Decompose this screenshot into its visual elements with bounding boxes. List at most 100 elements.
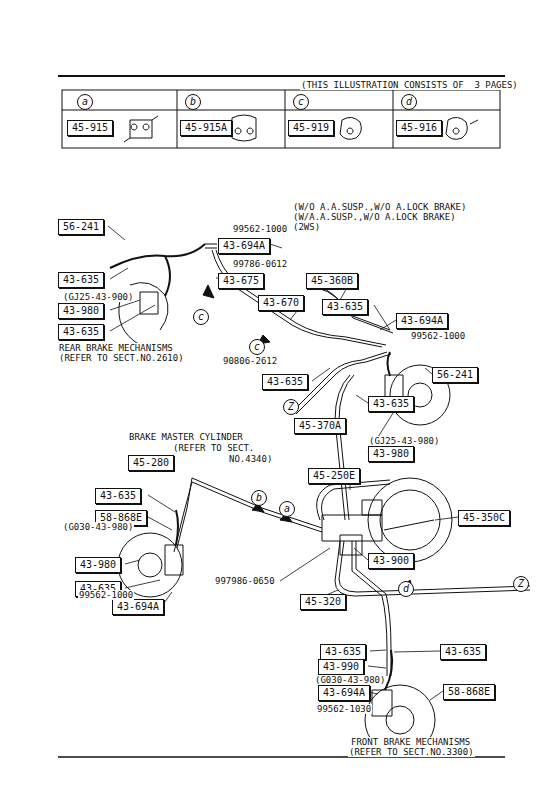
view-letter-circle: b (185, 94, 201, 110)
part-number: 56-241 (437, 369, 473, 380)
part-number: 43-635 (267, 376, 303, 387)
part-number: 43-694A (323, 687, 365, 698)
note-text: (REFER TO SECT.NO.2610) (58, 353, 185, 363)
part-number-label: 99786-0612 (232, 259, 288, 269)
part-number: 56-241 (63, 221, 99, 232)
part-number: 45-250E (313, 470, 355, 481)
part-number: 43-694A (401, 315, 443, 326)
part-number-label: 997986-0650 (214, 576, 276, 586)
note-text: (G030-43-980) (314, 675, 386, 685)
part-number: 45-915A (185, 122, 227, 133)
part-number-box: 45-915 (67, 120, 113, 136)
note-text: (W/A.A.SUSP.,W/O A.LOCK BRAKE) (292, 212, 457, 222)
view-letter-circle: a (77, 94, 93, 110)
part-number-box: 43-980 (368, 446, 414, 462)
view-letter: a (284, 503, 290, 514)
part-number: 43-990 (323, 661, 359, 672)
part-number-box: 45-919 (288, 120, 334, 136)
part-number-box: 43-670 (258, 295, 304, 311)
part-number-box: 43-990 (318, 659, 364, 675)
part-number: 45-360B (311, 275, 353, 286)
part-number-box: 56-241 (432, 367, 478, 383)
part-number-box: 43-635 (322, 299, 368, 315)
note-text: (GJ25-43-900) (62, 292, 134, 302)
note-text: BRAKE MASTER CYLINDER (128, 432, 244, 442)
note-text: (GJ25-43-980) (368, 436, 440, 446)
part-number: 43-670 (263, 297, 299, 308)
part-number-label: 99562-1000 (410, 331, 466, 341)
view-letter: b (256, 492, 262, 503)
view-letter-circle: Z (513, 576, 529, 592)
part-number-box: 43-980 (75, 557, 121, 573)
view-letter: c (298, 96, 304, 107)
part-number-box: 45-320 (300, 594, 346, 610)
part-number-box: 43-694A (396, 313, 448, 329)
note-text: (W/O A.A.SUSP.,W/O A.LOCK BRAKE) (292, 202, 467, 212)
part-number-box: 58-868E (443, 684, 495, 700)
part-number-box: 43-635 (440, 644, 486, 660)
view-letter-circle: d (401, 94, 417, 110)
note-text: (2WS) (292, 222, 321, 232)
part-number-box: 43-635 (58, 324, 104, 340)
part-number-box: 45-360B (306, 273, 358, 289)
part-number-box: 43-635 (320, 644, 366, 660)
part-number: 45-915 (72, 122, 108, 133)
part-number-box: 43-635 (262, 374, 308, 390)
part-number-box: 43-900 (368, 553, 414, 569)
view-letter-circle: d (398, 581, 414, 597)
part-number: 43-635 (373, 398, 409, 409)
part-number: 43-900 (373, 555, 409, 566)
part-number-box: 43-694A (112, 599, 164, 615)
part-number-box: 45-915A (180, 120, 232, 136)
view-letter: Z (518, 578, 524, 589)
part-number-box: 45-916 (396, 120, 442, 136)
part-number: 43-980 (373, 448, 409, 459)
part-number-label: 90806-2612 (222, 356, 278, 366)
part-number: 43-635 (63, 326, 99, 337)
part-number: 43-635 (100, 490, 136, 501)
part-number: 43-635 (445, 646, 481, 657)
view-letter: a (82, 96, 88, 107)
part-number-box: 56-241 (58, 219, 104, 235)
part-number: 43-635 (327, 301, 363, 312)
part-number-label: 99562-1030 (316, 704, 372, 714)
part-number-box: 45-280 (128, 455, 174, 471)
view-letter-circle: Z (283, 399, 299, 415)
part-number: 43-980 (80, 559, 116, 570)
part-number-box: 45-370A (294, 418, 346, 434)
note-text: (G030-43-980) (62, 522, 134, 532)
part-number: 43-694A (223, 240, 265, 251)
part-number-label: 99562-1000 (78, 590, 134, 600)
part-number-box: 43-694A (318, 685, 370, 701)
part-number: 43-675 (223, 275, 259, 286)
view-letter: c (254, 341, 260, 352)
view-letter: d (406, 96, 412, 107)
note-text: FRONT BRAKE MECHANISMS (350, 737, 471, 747)
view-letter-circle: c (193, 309, 209, 325)
part-number-box: 43-980 (58, 303, 104, 319)
part-number-label: 99562-1000 (232, 224, 288, 234)
part-number-box: 43-675 (218, 273, 264, 289)
view-letter-circle: b (251, 490, 267, 506)
part-number: 43-635 (63, 274, 99, 285)
part-number: 45-350C (463, 512, 505, 523)
note-text: NO.4340) (228, 454, 273, 464)
view-letter-circle: c (249, 339, 265, 355)
part-number: 45-370A (299, 420, 341, 431)
part-number: 58-868E (448, 686, 490, 697)
part-number: 45-280 (133, 457, 169, 468)
part-number-box: 43-635 (368, 396, 414, 412)
note-text: (REFER TO SECT. (172, 443, 255, 453)
part-number: 45-919 (293, 122, 329, 133)
part-number-box: 43-635 (95, 488, 141, 504)
part-number: 43-694A (117, 601, 159, 612)
view-letter-circle: c (293, 94, 309, 110)
part-number: 45-916 (401, 122, 437, 133)
view-letter: b (190, 96, 196, 107)
view-letter: c (198, 311, 204, 322)
view-letter: d (403, 583, 409, 594)
part-number: 43-635 (325, 646, 361, 657)
part-number-box: 43-635 (58, 272, 104, 288)
view-letter: Z (288, 401, 294, 412)
